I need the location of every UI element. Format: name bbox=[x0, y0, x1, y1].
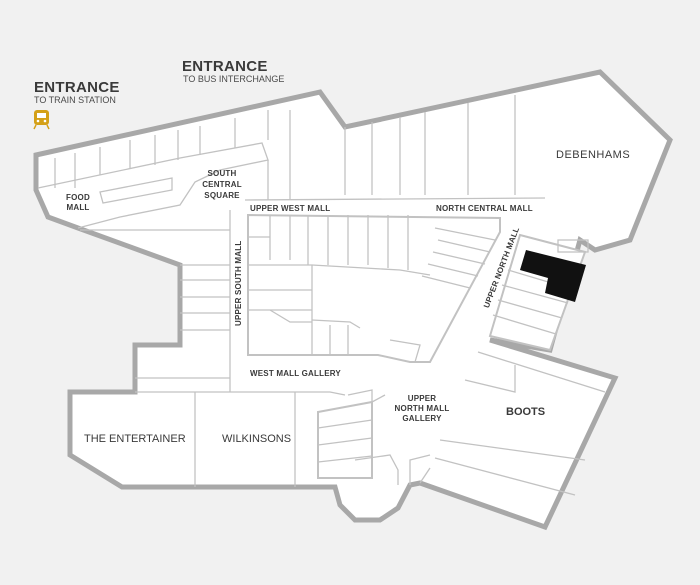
west-units bbox=[80, 210, 346, 487]
the-entertainer-label[interactable]: THE ENTERTAINER bbox=[84, 433, 186, 445]
central-units bbox=[248, 215, 496, 363]
debenhams-label[interactable]: DEBENHAMS bbox=[556, 149, 631, 161]
food-mall-label: FOOD MALL bbox=[66, 193, 90, 212]
bus-entrance-title: ENTRANCE bbox=[182, 58, 268, 75]
highlighted-unit[interactable] bbox=[520, 250, 586, 302]
gallery-units bbox=[317, 389, 431, 485]
upper-north-mall-gallery-label: UPPER NORTH MALL GALLERY bbox=[394, 394, 450, 423]
north-units bbox=[37, 95, 546, 229]
south-central-square-label: SOUTH CENTRAL SQUARE bbox=[202, 169, 242, 200]
west-mall-gallery-label: WEST MALL GALLERY bbox=[250, 369, 341, 378]
north-central-mall-label: NORTH CENTRAL MALL bbox=[436, 204, 533, 213]
boots-units bbox=[419, 351, 606, 496]
boots-label[interactable]: BOOTS bbox=[506, 406, 546, 418]
wilkinsons-label[interactable]: WILKINSONS bbox=[222, 433, 292, 445]
train-icon bbox=[33, 110, 50, 130]
upper-west-mall-label: UPPER WEST MALL bbox=[250, 204, 331, 213]
central-block bbox=[247, 213, 501, 363]
train-entrance-title: ENTRANCE bbox=[34, 79, 120, 96]
bus-entrance-subtitle: TO BUS INTERCHANGE bbox=[183, 74, 285, 84]
upper-south-mall-label: UPPER SOUTH MALL bbox=[234, 240, 243, 326]
train-entrance-subtitle: TO TRAIN STATION bbox=[34, 95, 116, 105]
